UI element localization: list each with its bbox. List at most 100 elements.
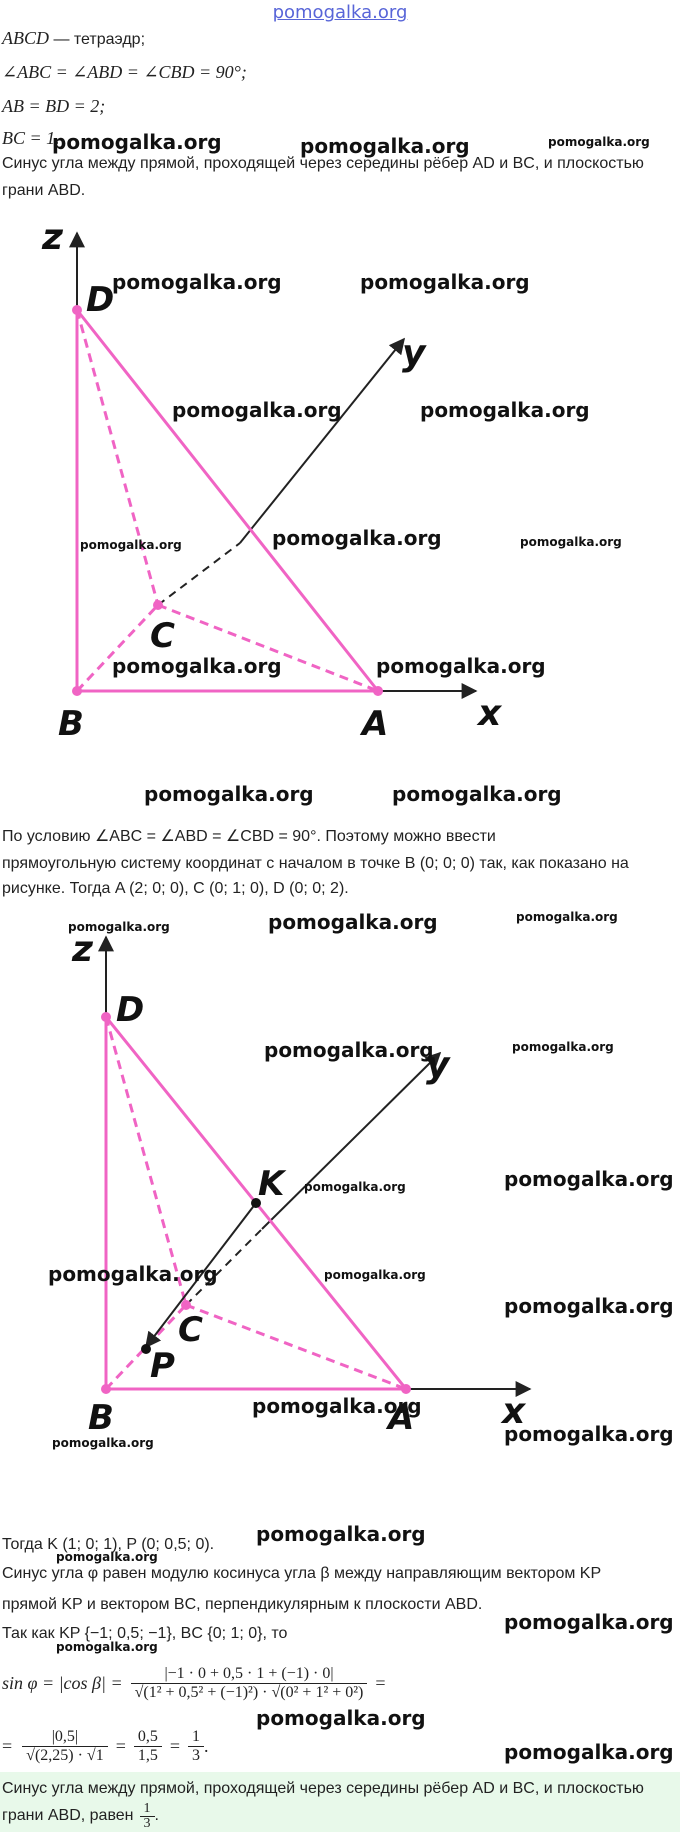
label-y: y	[402, 333, 427, 374]
watermark: pomogalka.org	[300, 134, 470, 158]
label-b: B	[88, 1398, 114, 1438]
watermark: pomogalka.org	[512, 1040, 614, 1054]
given-tetrahedron-name: ABCD	[2, 28, 49, 48]
vertex-b	[101, 1384, 111, 1394]
watermark: pomogalka.org	[52, 130, 222, 154]
watermark: pomogalka.org	[360, 270, 530, 294]
watermark: pomogalka.org	[48, 1262, 218, 1286]
point-k	[251, 1198, 261, 1208]
y-axis	[261, 1051, 442, 1230]
formula2-equals: =	[2, 1735, 13, 1756]
formula2-fraction-3: 1 3	[188, 1728, 205, 1765]
vertex-d	[72, 305, 82, 315]
label-a: A	[359, 704, 388, 744]
given-line-2: ∠ABC = ∠ABD = ∠CBD = 90°;	[2, 62, 247, 82]
watermark: pomogalka.org	[504, 1610, 674, 1634]
formula2-den-3: 3	[192, 1746, 201, 1764]
solution-p2-line-1: Тогда K (1; 0; 1), P (0; 0,5; 0).	[2, 1536, 215, 1553]
formula-denominator: √(1² + 0,5² + (−1)²) · √(0² + 1² + 0²)	[134, 1683, 364, 1701]
label-d: D	[86, 280, 114, 320]
watermark: pomogalka.org	[504, 1422, 674, 1446]
watermark: pomogalka.org	[112, 270, 282, 294]
solution-p2-line-3: прямой KP и вектором BC, перпендикулярны…	[2, 1596, 483, 1613]
solution-p2-line-2: Синус угла φ равен модулю косинуса угла …	[2, 1565, 602, 1582]
watermark: pomogalka.org	[80, 538, 182, 552]
formula-equals: =	[375, 1672, 386, 1693]
solution-p1-line-3: рисунке. Тогда A (2; 0; 0), C (0; 1; 0),…	[2, 880, 349, 897]
formula-row-2: = |0,5| √(2,25) · √1 = 0,5 1,5 = 1 3 .	[2, 1718, 209, 1774]
y-axis-hidden	[157, 542, 241, 606]
watermark: pomogalka.org	[548, 135, 650, 149]
vertex-a	[373, 686, 383, 696]
solution-p1-line-2: прямоугольную систему координат с начало…	[2, 855, 629, 872]
label-y: y	[426, 1045, 451, 1086]
watermark: pomogalka.org	[376, 654, 546, 678]
answer-frac-den: 3	[143, 1815, 151, 1831]
answer-line-1: Синус угла между прямой, проходящей чере…	[2, 1780, 644, 1797]
watermark: pomogalka.org	[516, 910, 618, 924]
vertex-c	[153, 600, 163, 610]
label-x: x	[500, 1391, 527, 1432]
label-z: z	[41, 217, 64, 258]
formula-row-1: sin φ = |cos β| = |−1 · 0 + 0,5 · 1 + (−…	[2, 1653, 386, 1713]
edge-dc	[104, 1016, 188, 1306]
vertex-c	[181, 1300, 191, 1310]
formula-fraction: |−1 · 0 + 0,5 · 1 + (−1) · 0| √(1² + 0,5…	[130, 1665, 368, 1702]
label-p: P	[150, 1346, 175, 1386]
watermark: pomogalka.org	[252, 1394, 422, 1418]
watermark: pomogalka.org	[56, 1550, 158, 1564]
question-line-2: грани ABD.	[2, 182, 86, 199]
edge-bc	[75, 603, 160, 693]
segment-kp	[145, 1202, 257, 1349]
watermark: pomogalka.org	[272, 526, 442, 550]
watermark: pomogalka.org	[520, 535, 622, 549]
watermark: pomogalka.org	[256, 1522, 426, 1546]
watermark: pomogalka.org	[392, 782, 562, 806]
formula2-num-3: 1	[188, 1728, 205, 1747]
question-line-1: Синус угла между прямой, проходящей чере…	[2, 155, 644, 172]
vertex-a	[401, 1384, 411, 1394]
watermark: pomogalka.org	[504, 1740, 674, 1764]
y-axis-hidden	[185, 1228, 263, 1306]
watermark: pomogalka.org	[112, 654, 282, 678]
watermark: pomogalka.org	[256, 1706, 426, 1730]
figure-1-tetrahedron: z y x D C B A	[41, 217, 503, 744]
formula2-num-1: |0,5|	[22, 1728, 108, 1747]
edge-ca	[185, 1303, 407, 1391]
watermark: pomogalka.org	[144, 782, 314, 806]
solution-p1-line-1: По условию ∠ABC = ∠ABD = ∠CBD = 90°. Поэ…	[2, 828, 496, 845]
watermark: pomogalka.org	[52, 1436, 154, 1450]
formula-numerator: |−1 · 0 + 0,5 · 1 + (−1) · 0|	[130, 1665, 368, 1684]
formula2-fraction-1: |0,5| √(2,25) · √1	[22, 1728, 108, 1765]
answer-box	[0, 1772, 680, 1832]
vertex-d	[101, 1012, 111, 1022]
answer-line-2-text: грани ABD, равен	[2, 1807, 134, 1824]
watermark: pomogalka.org	[324, 1268, 426, 1282]
label-a: A	[385, 1398, 414, 1438]
watermark: pomogalka.org	[56, 1640, 158, 1654]
solution-p2-line-4: Так как KP {−1; 0,5; −1}, BC {0; 1; 0}, …	[2, 1625, 288, 1642]
label-d: D	[116, 990, 144, 1030]
watermark: pomogalka.org	[420, 398, 590, 422]
edge-dc	[75, 309, 160, 606]
label-k: K	[258, 1164, 287, 1204]
label-c: C	[150, 616, 175, 656]
watermark: pomogalka.org	[504, 1167, 674, 1191]
watermark: pomogalka.org	[172, 398, 342, 422]
edge-ca	[157, 603, 379, 693]
figure-2-tetrahedron: z y x D K C P B A	[71, 929, 532, 1438]
given-line-4: BC = 1.	[2, 128, 60, 148]
given-line-1: ABCD — тетраэдр;	[2, 21, 145, 57]
answer-period: .	[154, 1807, 159, 1824]
point-p	[141, 1344, 151, 1354]
formula2-num-2: 0,5	[133, 1728, 162, 1747]
label-c: C	[178, 1310, 203, 1350]
answer-line-2: грани ABD, равен 1 3 .	[2, 1800, 159, 1832]
y-axis	[239, 337, 406, 544]
formula2-den-1: √(2,25) · √1	[26, 1746, 104, 1764]
formula2-eq-1: =	[115, 1735, 126, 1756]
formula2-fraction-2: 0,5 1,5	[133, 1728, 162, 1765]
edge-da	[75, 309, 380, 692]
site-header-link[interactable]: pomogalka.org	[272, 2, 408, 23]
answer-frac-num: 1	[139, 1801, 155, 1817]
